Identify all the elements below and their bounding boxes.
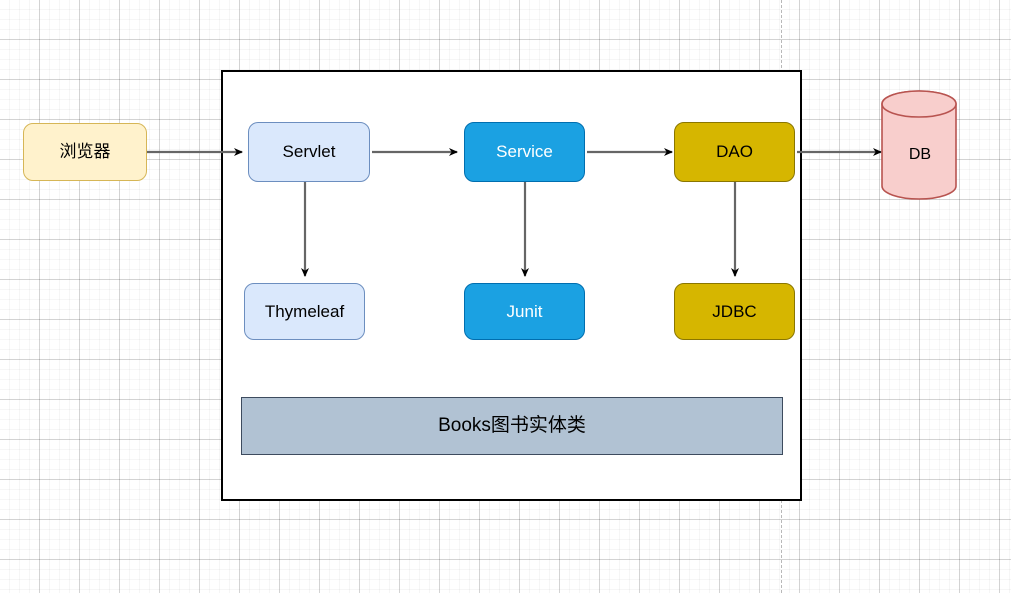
edge-dao-to-jdbc [721,181,749,286]
node-junit[interactable]: Junit [464,283,585,340]
node-db-label: DB [908,146,932,163]
edge-servlet-to-service [372,138,467,166]
node-books-entity[interactable]: Books图书实体类 [241,397,783,455]
node-jdbc[interactable]: JDBC [674,283,795,340]
node-books-entity-label: Books图书实体类 [438,415,586,437]
node-servlet-label: Servlet [282,142,336,162]
node-db[interactable]: DB [881,90,959,200]
node-browser-label: 浏览器 [59,142,111,162]
node-servlet[interactable]: Servlet [248,122,370,182]
node-thymeleaf[interactable]: Thymeleaf [244,283,365,340]
node-service[interactable]: Service [464,122,585,182]
node-dao-label: DAO [716,142,753,162]
node-dao[interactable]: DAO [674,122,795,182]
edge-browser-to-servlet [147,138,252,166]
node-junit-label: Junit [506,301,543,321]
node-thymeleaf-label: Thymeleaf [264,301,345,321]
edge-service-to-junit [511,181,539,286]
edge-dao-to-db [797,138,892,166]
edge-servlet-to-thymeleaf [291,181,319,286]
node-browser[interactable]: 浏览器 [23,123,147,181]
edge-service-to-dao [587,138,682,166]
node-service-label: Service [496,142,553,162]
node-jdbc-label: JDBC [712,301,757,321]
